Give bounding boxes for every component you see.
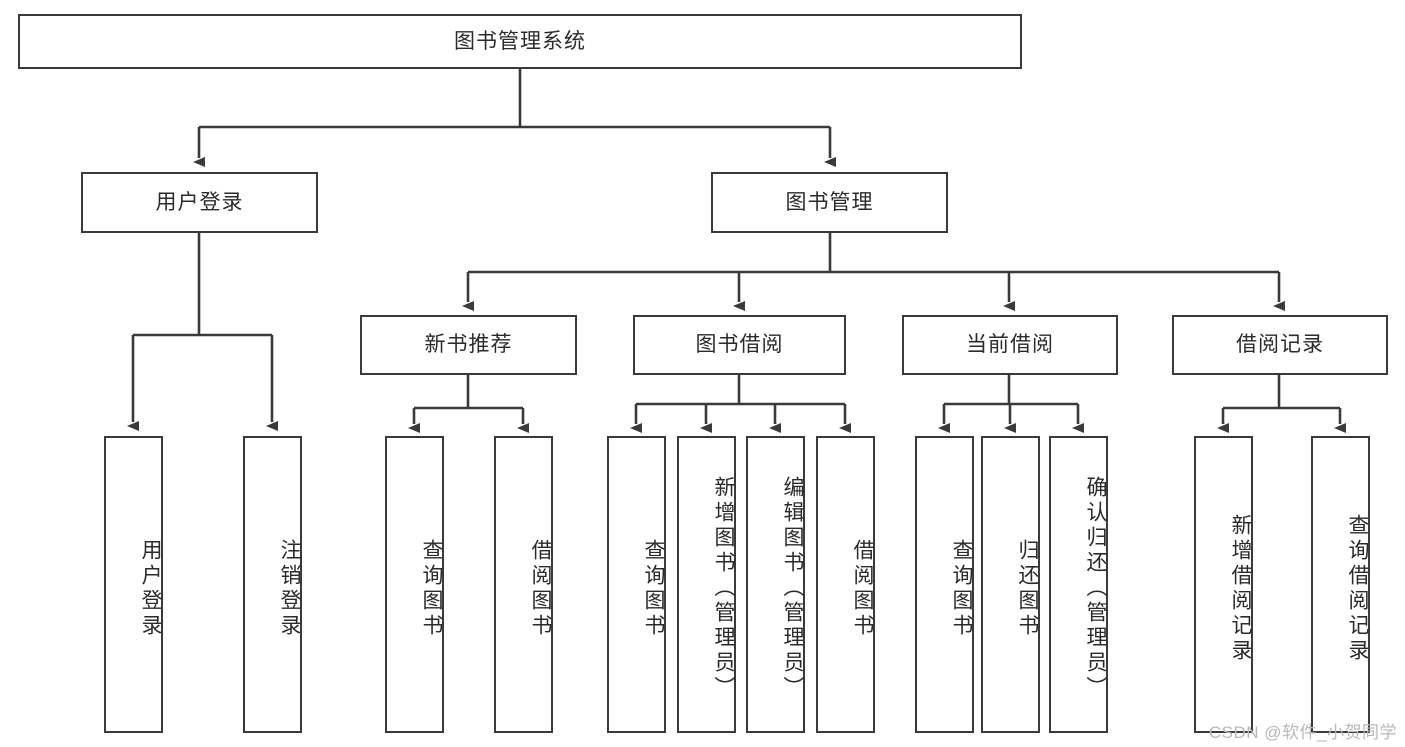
node-leaf-current-borrow-query-book[interactable]: 查询图书 (915, 436, 974, 733)
node-book-borrow[interactable]: 图书借阅 (633, 315, 846, 375)
node-label: 借阅图书 (851, 538, 874, 639)
node-label: 图书管理 (785, 190, 874, 214)
node-label: 图书管理系统 (454, 29, 586, 53)
node-new-book-recommend[interactable]: 新书推荐 (360, 315, 577, 375)
node-label: 用户登录 (139, 538, 162, 639)
node-leaf-borrow-record-add-record[interactable]: 新增借阅记录 (1194, 436, 1253, 733)
node-label: 当前借阅 (966, 333, 1054, 357)
node-leaf-book-borrow-query-book[interactable]: 查询图书 (607, 436, 666, 733)
node-current-borrow[interactable]: 当前借阅 (902, 315, 1118, 375)
node-label: 归还图书 (1016, 538, 1039, 639)
node-borrow-record[interactable]: 借阅记录 (1172, 315, 1388, 375)
node-leaf-user-login-signout[interactable]: 注销登录 (243, 436, 302, 733)
node-label: 查询借阅记录 (1346, 513, 1369, 664)
node-leaf-new-book-query-book[interactable]: 查询图书 (385, 436, 444, 733)
node-leaf-current-borrow-confirm-return[interactable]: 确认归还（管理员） (1049, 436, 1108, 733)
node-label: 借阅记录 (1236, 333, 1324, 357)
node-label: 查询图书 (420, 538, 443, 639)
node-leaf-book-borrow-edit-book[interactable]: 编辑图书（管理员） (746, 436, 805, 733)
node-label: 查询图书 (642, 538, 665, 639)
node-leaf-user-login-signin[interactable]: 用户登录 (104, 436, 163, 733)
node-label: 新增借阅记录 (1229, 513, 1252, 664)
node-leaf-new-book-borrow-book[interactable]: 借阅图书 (494, 436, 553, 733)
node-label: 确认归还（管理员） (1084, 476, 1107, 701)
node-user-login[interactable]: 用户登录 (81, 172, 318, 233)
node-label: 图书借阅 (695, 333, 784, 357)
node-root-book-management-system[interactable]: 图书管理系统 (18, 14, 1022, 69)
node-leaf-borrow-record-query-record[interactable]: 查询借阅记录 (1311, 436, 1370, 733)
node-leaf-current-borrow-return-book[interactable]: 归还图书 (981, 436, 1040, 733)
node-label: 新增图书（管理员） (712, 476, 735, 701)
node-label: 编辑图书（管理员） (781, 476, 804, 701)
node-label: 借阅图书 (529, 538, 552, 639)
csdn-watermark: CSDN @软件_小贺同学 (1208, 723, 1397, 742)
node-label: 查询图书 (950, 538, 973, 639)
node-leaf-book-borrow-borrow-book[interactable]: 借阅图书 (816, 436, 875, 733)
node-book-management[interactable]: 图书管理 (711, 172, 948, 233)
node-label: 新书推荐 (424, 333, 513, 357)
node-label: 用户登录 (155, 190, 244, 214)
node-leaf-book-borrow-add-book[interactable]: 新增图书（管理员） (677, 436, 736, 733)
node-label: 注销登录 (278, 538, 301, 639)
